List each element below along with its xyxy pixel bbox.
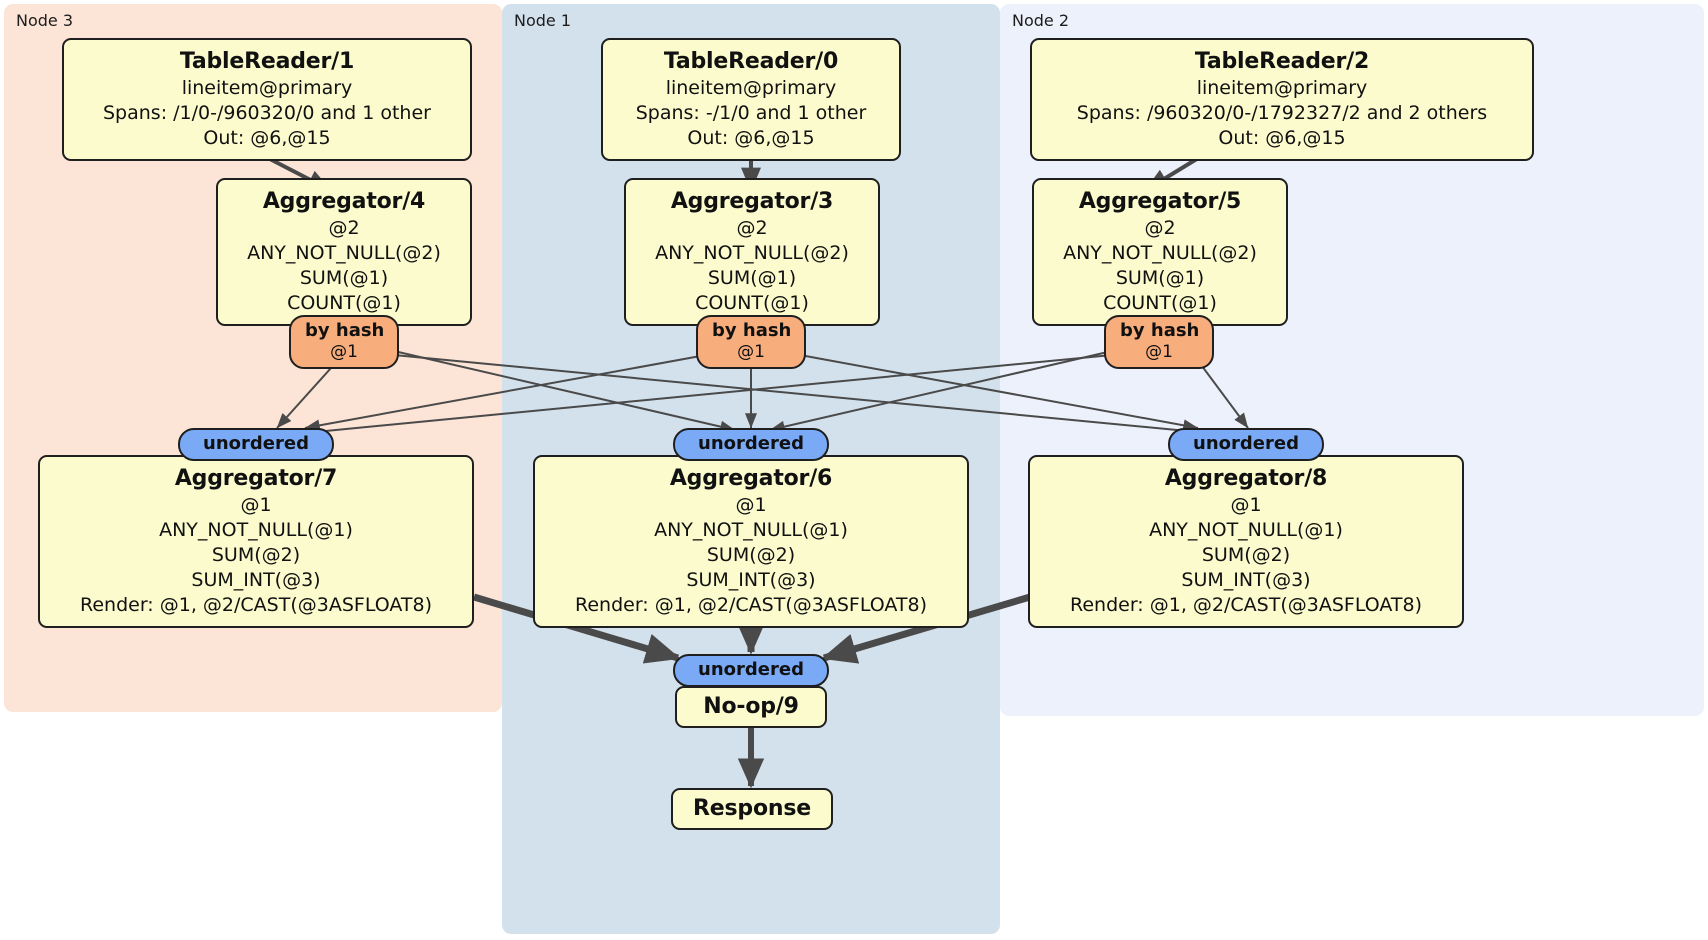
processor-line: SUM(@1): [1115, 267, 1205, 289]
processor-line: lineitem@primary: [665, 77, 837, 99]
processor-aggregator-5[interactable]: Aggregator/5 @2 ANY_NOT_NULL(@2) SUM(@1)…: [1032, 178, 1288, 326]
processor-line: Render: @1, @2/CAST(@3ASFLOAT8): [80, 594, 432, 616]
processor-tablereader-2[interactable]: TableReader/2 lineitem@primary Spans: /9…: [1030, 38, 1534, 161]
processor-response[interactable]: Response: [671, 788, 833, 830]
processor-aggregator-4[interactable]: Aggregator/4 @2 ANY_NOT_NULL(@2) SUM(@1)…: [216, 178, 472, 326]
processor-aggregator-6[interactable]: Aggregator/6 @1 ANY_NOT_NULL(@1) SUM(@2)…: [533, 455, 969, 628]
router-title: by hash: [305, 320, 385, 341]
processor-line: Spans: /1/0-/960320/0 and 1 other: [103, 102, 431, 124]
router-unordered-right[interactable]: unordered: [1168, 428, 1324, 461]
processor-line: Out: @6,@15: [687, 127, 815, 149]
router-sub: @1: [1145, 342, 1173, 362]
node-label-node3: Node 3: [16, 11, 74, 30]
processor-line: Render: @1, @2/CAST(@3ASFLOAT8): [1070, 594, 1422, 616]
node-label-node1: Node 1: [514, 11, 572, 30]
router-title: by hash: [712, 320, 792, 341]
processor-title: Aggregator/5: [1078, 189, 1242, 214]
processor-line: ANY_NOT_NULL(@2): [247, 242, 441, 264]
processor-line: SUM_INT(@3): [1181, 569, 1311, 591]
processor-line: ANY_NOT_NULL(@2): [1063, 242, 1257, 264]
processor-title: Response: [693, 796, 811, 821]
node-label-node2: Node 2: [1012, 11, 1070, 30]
processor-noop-9[interactable]: No-op/9: [675, 686, 827, 728]
router-title: unordered: [698, 433, 804, 454]
processor-line: SUM(@1): [299, 267, 389, 289]
router-unordered-left[interactable]: unordered: [178, 428, 334, 461]
processor-line: SUM(@2): [211, 544, 301, 566]
processor-line: lineitem@primary: [1196, 77, 1368, 99]
processor-line: Spans: -/1/0 and 1 other: [635, 102, 867, 124]
processor-line: SUM(@1): [707, 267, 797, 289]
processor-line: ANY_NOT_NULL(@1): [1149, 519, 1343, 541]
processor-line: SUM_INT(@3): [686, 569, 816, 591]
processor-line: @2: [1144, 217, 1176, 239]
processor-title: Aggregator/6: [669, 466, 833, 491]
processor-line: Out: @6,@15: [203, 127, 331, 149]
processor-line: ANY_NOT_NULL(@1): [159, 519, 353, 541]
router-title: unordered: [1193, 433, 1299, 454]
processor-line: Spans: /960320/0-/1792327/2 and 2 others: [1076, 102, 1488, 124]
router-by-hash-left[interactable]: by hash @1: [289, 315, 399, 369]
processor-line: @2: [736, 217, 768, 239]
processor-title: TableReader/1: [179, 49, 355, 74]
router-by-hash-right[interactable]: by hash @1: [1104, 315, 1214, 369]
processor-line: @1: [1230, 494, 1262, 516]
processor-title: Aggregator/8: [1164, 466, 1328, 491]
router-title: unordered: [203, 433, 309, 454]
processor-aggregator-7[interactable]: Aggregator/7 @1 ANY_NOT_NULL(@1) SUM(@2)…: [38, 455, 474, 628]
router-sub: @1: [330, 342, 358, 362]
router-title: by hash: [1120, 320, 1200, 341]
processor-line: @1: [240, 494, 272, 516]
processor-line: Out: @6,@15: [1218, 127, 1346, 149]
processor-line: SUM(@2): [1201, 544, 1291, 566]
processor-title: TableReader/2: [1194, 49, 1370, 74]
router-title: unordered: [698, 659, 804, 680]
processor-line: COUNT(@1): [695, 292, 809, 314]
processor-line: COUNT(@1): [1103, 292, 1217, 314]
processor-title: No-op/9: [703, 694, 799, 719]
router-unordered-center[interactable]: unordered: [673, 428, 829, 461]
router-sub: @1: [737, 342, 765, 362]
processor-tablereader-0[interactable]: TableReader/0 lineitem@primary Spans: -/…: [601, 38, 901, 161]
processor-line: SUM_INT(@3): [191, 569, 321, 591]
processor-line: COUNT(@1): [287, 292, 401, 314]
processor-aggregator-3[interactable]: Aggregator/3 @2 ANY_NOT_NULL(@2) SUM(@1)…: [624, 178, 880, 326]
processor-line: ANY_NOT_NULL(@2): [655, 242, 849, 264]
processor-title: Aggregator/7: [174, 466, 338, 491]
router-unordered-final[interactable]: unordered: [673, 654, 829, 687]
processor-title: Aggregator/3: [670, 189, 834, 214]
processor-tablereader-1[interactable]: TableReader/1 lineitem@primary Spans: /1…: [62, 38, 472, 161]
processor-line: @2: [328, 217, 360, 239]
processor-title: Aggregator/4: [262, 189, 426, 214]
router-by-hash-center[interactable]: by hash @1: [696, 315, 806, 369]
processor-aggregator-8[interactable]: Aggregator/8 @1 ANY_NOT_NULL(@1) SUM(@2)…: [1028, 455, 1464, 628]
processor-line: Render: @1, @2/CAST(@3ASFLOAT8): [575, 594, 927, 616]
processor-line: lineitem@primary: [181, 77, 353, 99]
processor-title: TableReader/0: [663, 49, 839, 74]
processor-line: ANY_NOT_NULL(@1): [654, 519, 848, 541]
processor-line: SUM(@2): [706, 544, 796, 566]
processor-line: @1: [735, 494, 767, 516]
